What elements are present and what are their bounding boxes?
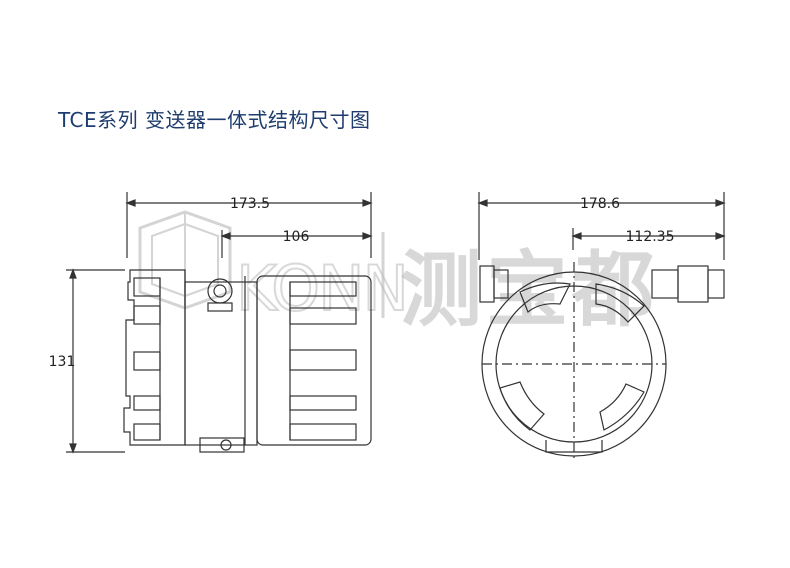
watermark-chinese: 测宝都 xyxy=(400,243,658,338)
dim-side-height: 131 xyxy=(49,354,76,370)
dim-side-total: 173.5 xyxy=(230,196,270,212)
dim-front-partial: 112.35 xyxy=(626,229,675,245)
dim-front-total: 178.6 xyxy=(580,196,620,212)
front-view xyxy=(477,192,726,460)
watermark-latin: KONN xyxy=(236,252,407,325)
side-view xyxy=(66,192,373,454)
page-title: TCE系列 变送器一体式结构尺寸图 xyxy=(58,108,371,132)
dim-side-partial: 106 xyxy=(283,229,310,245)
